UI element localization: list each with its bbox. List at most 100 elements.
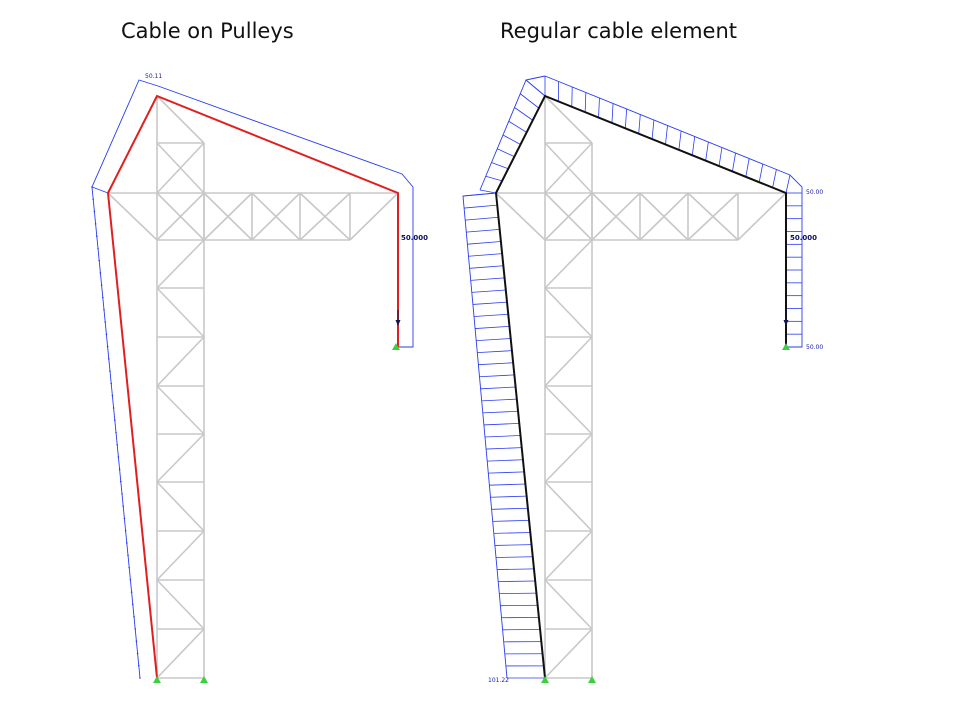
force-tick — [122, 505, 124, 507]
truss-brace — [156, 192, 205, 241]
force-tick — [124, 529, 127, 532]
force-hatch-line — [473, 313, 509, 317]
force-tick — [116, 443, 118, 446]
left-panel: 50.11 50.000 — [91, 73, 428, 683]
force-tick — [118, 468, 121, 471]
force-hatch-line — [484, 435, 521, 438]
force-hatch-line — [475, 325, 510, 329]
force-tick — [134, 628, 136, 630]
force-hatch-line — [494, 544, 532, 546]
force-tick — [114, 419, 116, 422]
force-hatch-line — [490, 495, 527, 498]
truss-brace — [544, 336, 593, 387]
force-hatch-line — [514, 107, 533, 121]
left-top-force-label: 50.11 — [145, 73, 162, 80]
right-load-label: 50.000 — [790, 234, 817, 242]
left-panel-title: Cable on Pulleys — [121, 19, 294, 43]
force-hatch-line — [502, 134, 521, 145]
force-hatch-line — [483, 422, 520, 426]
truss-brace — [544, 95, 593, 144]
right-supports-and-loads — [541, 310, 790, 683]
force-hatch-line — [470, 277, 505, 281]
force-hatch-line — [478, 362, 514, 366]
right-panel-title: Regular cable element — [500, 19, 737, 43]
jib-brace — [737, 192, 787, 241]
force-tick — [96, 235, 98, 237]
force-hatch-line — [495, 556, 533, 558]
force-hatch-line — [469, 265, 504, 269]
force-tick — [105, 333, 108, 336]
force-hatch-line — [520, 93, 540, 109]
force-tick — [104, 321, 106, 323]
force-tick — [129, 579, 132, 581]
force-envelope — [91, 186, 109, 194]
right-base-force-label: 101.22 — [488, 677, 509, 684]
support-icon — [588, 676, 596, 683]
truss-brace — [544, 530, 593, 581]
truss-brace — [544, 433, 593, 483]
force-hatch-line — [479, 189, 497, 194]
truss-brace — [156, 628, 205, 679]
force-hatch-line — [584, 92, 587, 113]
truss-brace — [156, 433, 205, 483]
truss-brace — [156, 239, 205, 289]
force-hatch-line — [464, 204, 498, 209]
force-tick — [138, 664, 140, 667]
force-hatch-line — [638, 114, 641, 134]
force-hatch-line — [498, 580, 536, 582]
truss-brace — [107, 192, 158, 241]
force-hatch-line — [678, 130, 682, 150]
right-panel: 50.00 50.000 50.00 101.22 — [462, 75, 823, 684]
force-hatch-line — [485, 175, 503, 182]
force-hatch-line — [468, 253, 503, 257]
force-tick — [126, 542, 128, 544]
load-arrow-head-icon — [395, 320, 401, 326]
force-tick — [136, 652, 139, 655]
force-tick — [121, 493, 123, 495]
force-tick — [94, 223, 97, 225]
force-tick — [106, 345, 109, 348]
force-hatch-line — [489, 483, 526, 486]
force-hatch-line — [482, 410, 519, 414]
force-tick — [109, 370, 111, 372]
force-tick — [135, 640, 138, 642]
truss-brace — [156, 385, 205, 435]
support-icon — [200, 676, 208, 683]
force-hatch-line — [472, 301, 508, 305]
force-hatch-line — [497, 568, 534, 570]
jib-brace — [203, 192, 253, 241]
force-tick — [110, 382, 112, 385]
force-hatch-line — [481, 398, 517, 402]
truss-brace — [156, 530, 205, 581]
support-icon — [392, 343, 400, 350]
force-tick — [102, 296, 104, 299]
left-truss-structure — [107, 95, 399, 679]
truss-brace — [544, 239, 593, 289]
force-tick — [91, 186, 93, 188]
force-hatch-line — [497, 148, 515, 157]
force-hatch-line — [732, 152, 736, 172]
right-bottom-force-label: 50.00 — [806, 344, 823, 351]
truss-brace — [544, 192, 593, 241]
force-hatch-line — [486, 447, 522, 450]
force-tick — [132, 603, 134, 606]
force-envelope — [525, 75, 546, 81]
jib-brace — [687, 192, 739, 241]
force-tick — [92, 198, 94, 201]
jib-brace — [299, 192, 351, 241]
support-icon — [153, 676, 161, 683]
force-tick — [103, 308, 105, 311]
truss-brace — [156, 287, 205, 338]
force-tick — [128, 566, 130, 569]
truss-brace — [156, 95, 205, 144]
force-hatch-line — [525, 79, 546, 97]
force-tick — [93, 210, 96, 213]
force-hatch-line — [665, 125, 668, 145]
force-envelope — [479, 79, 546, 191]
force-hatch-line — [466, 228, 500, 233]
truss-brace — [544, 628, 593, 679]
force-envelope — [157, 85, 414, 348]
jib-brace — [349, 192, 399, 241]
truss-brace — [156, 481, 205, 532]
